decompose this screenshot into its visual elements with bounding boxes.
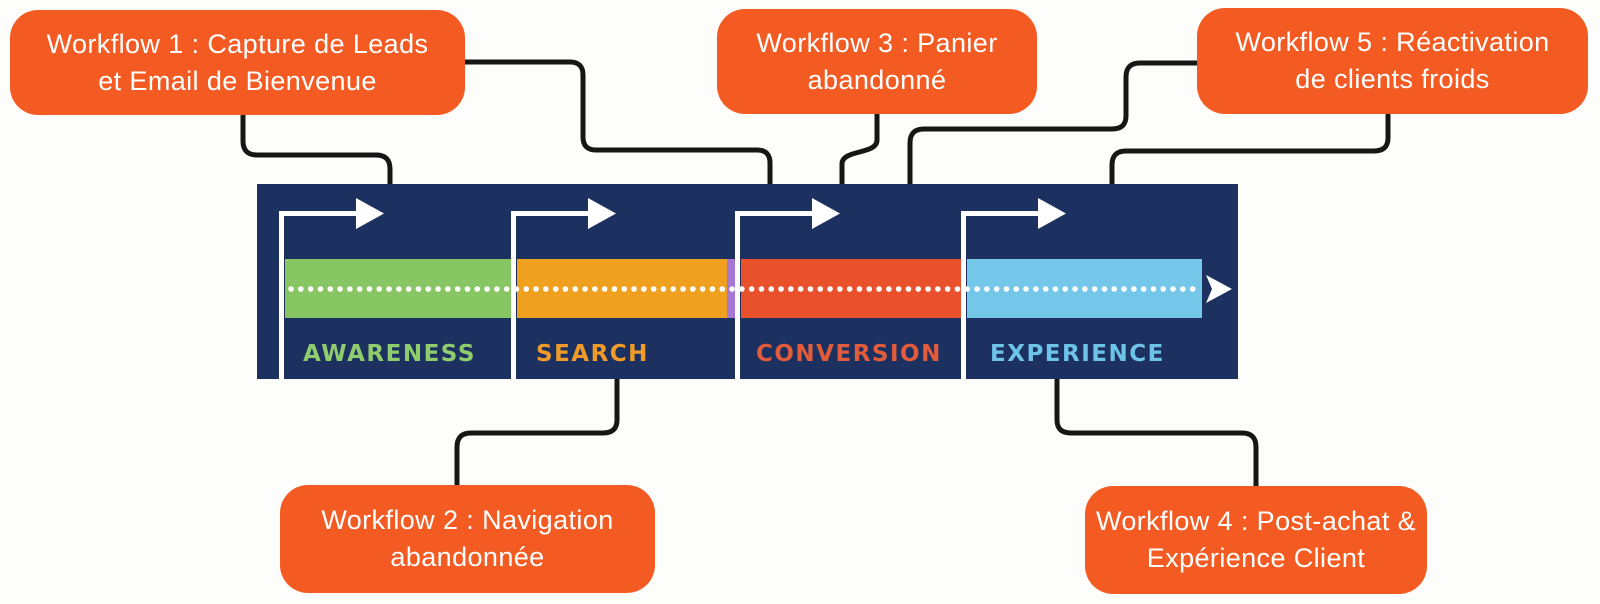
- stage-label-awareness: AWARENESS: [303, 341, 476, 367]
- connector-workflow2-search: [454, 363, 620, 492]
- stage-label-conversion: CONVERSION: [756, 341, 942, 367]
- connector-workflow3-conversion: [839, 105, 880, 199]
- workflow-3-label-line1: Workflow 3 : Panier: [756, 27, 998, 58]
- journey-dotted-arrow: [288, 275, 1232, 303]
- search-arrow-shaft: [513, 211, 590, 216]
- experience-arrow-shaft: [963, 211, 1040, 216]
- workflow-5-callout: Workflow 5 : Réactivation de clients fro…: [1197, 8, 1588, 114]
- stage-label-experience: EXPERIENCE: [990, 341, 1165, 367]
- search-arrow-icon: [588, 198, 616, 229]
- conversion-arrow-shaft: [737, 211, 814, 216]
- awareness-arrow-shaft: [281, 211, 358, 216]
- connector-workflow4-experience: [1054, 363, 1259, 493]
- stage-step-arrows: [279, 198, 1066, 379]
- workflow-3-label-line2: abandonné: [807, 64, 947, 95]
- workflow-3-callout: Workflow 3 : Panier abandonné: [717, 9, 1037, 114]
- stage-label-search: SEARCH: [536, 341, 649, 367]
- conversion-arrow-icon: [812, 198, 840, 229]
- awareness-divider-line: [279, 211, 284, 379]
- journey-arrowhead-icon: [1206, 275, 1232, 303]
- workflow-4-callout: Workflow 4 : Post-achat & Expérience Cli…: [1085, 486, 1427, 594]
- workflow-1-label-line2: et Email de Bienvenue: [98, 65, 377, 96]
- connector-workflow5-conversion: [907, 60, 1204, 199]
- workflow-5-label-line2: de clients froids: [1295, 64, 1490, 94]
- workflow-connector-lines: [240, 59, 1391, 493]
- awareness-arrow-icon: [356, 198, 384, 229]
- workflow-1-label-line1: Workflow 1 : Capture de Leads: [46, 28, 429, 59]
- connector-workflow1-awareness: [240, 105, 393, 199]
- workflow-2-label-line1: Workflow 2 : Navigation: [321, 505, 614, 535]
- workflow-2-callout: Workflow 2 : Navigation abandonnée: [280, 485, 655, 593]
- workflow-5-label-line1: Workflow 5 : Réactivation: [1235, 27, 1550, 57]
- experience-divider-line: [961, 211, 966, 379]
- connector-workflow5-experience: [1109, 105, 1391, 199]
- experience-arrow-icon: [1038, 198, 1066, 229]
- workflow-4-label-line1: Workflow 4 : Post-achat &: [1095, 506, 1417, 536]
- workflow-2-label-line2: abandonnée: [390, 542, 545, 572]
- conversion-divider-line: [735, 211, 740, 379]
- workflow-4-label-line2: Expérience Client: [1146, 543, 1366, 573]
- workflow-1-callout: Workflow 1 : Capture de Leads et Email d…: [10, 10, 465, 115]
- connector-workflow1-conversion: [458, 59, 773, 199]
- search-divider-line: [511, 211, 516, 379]
